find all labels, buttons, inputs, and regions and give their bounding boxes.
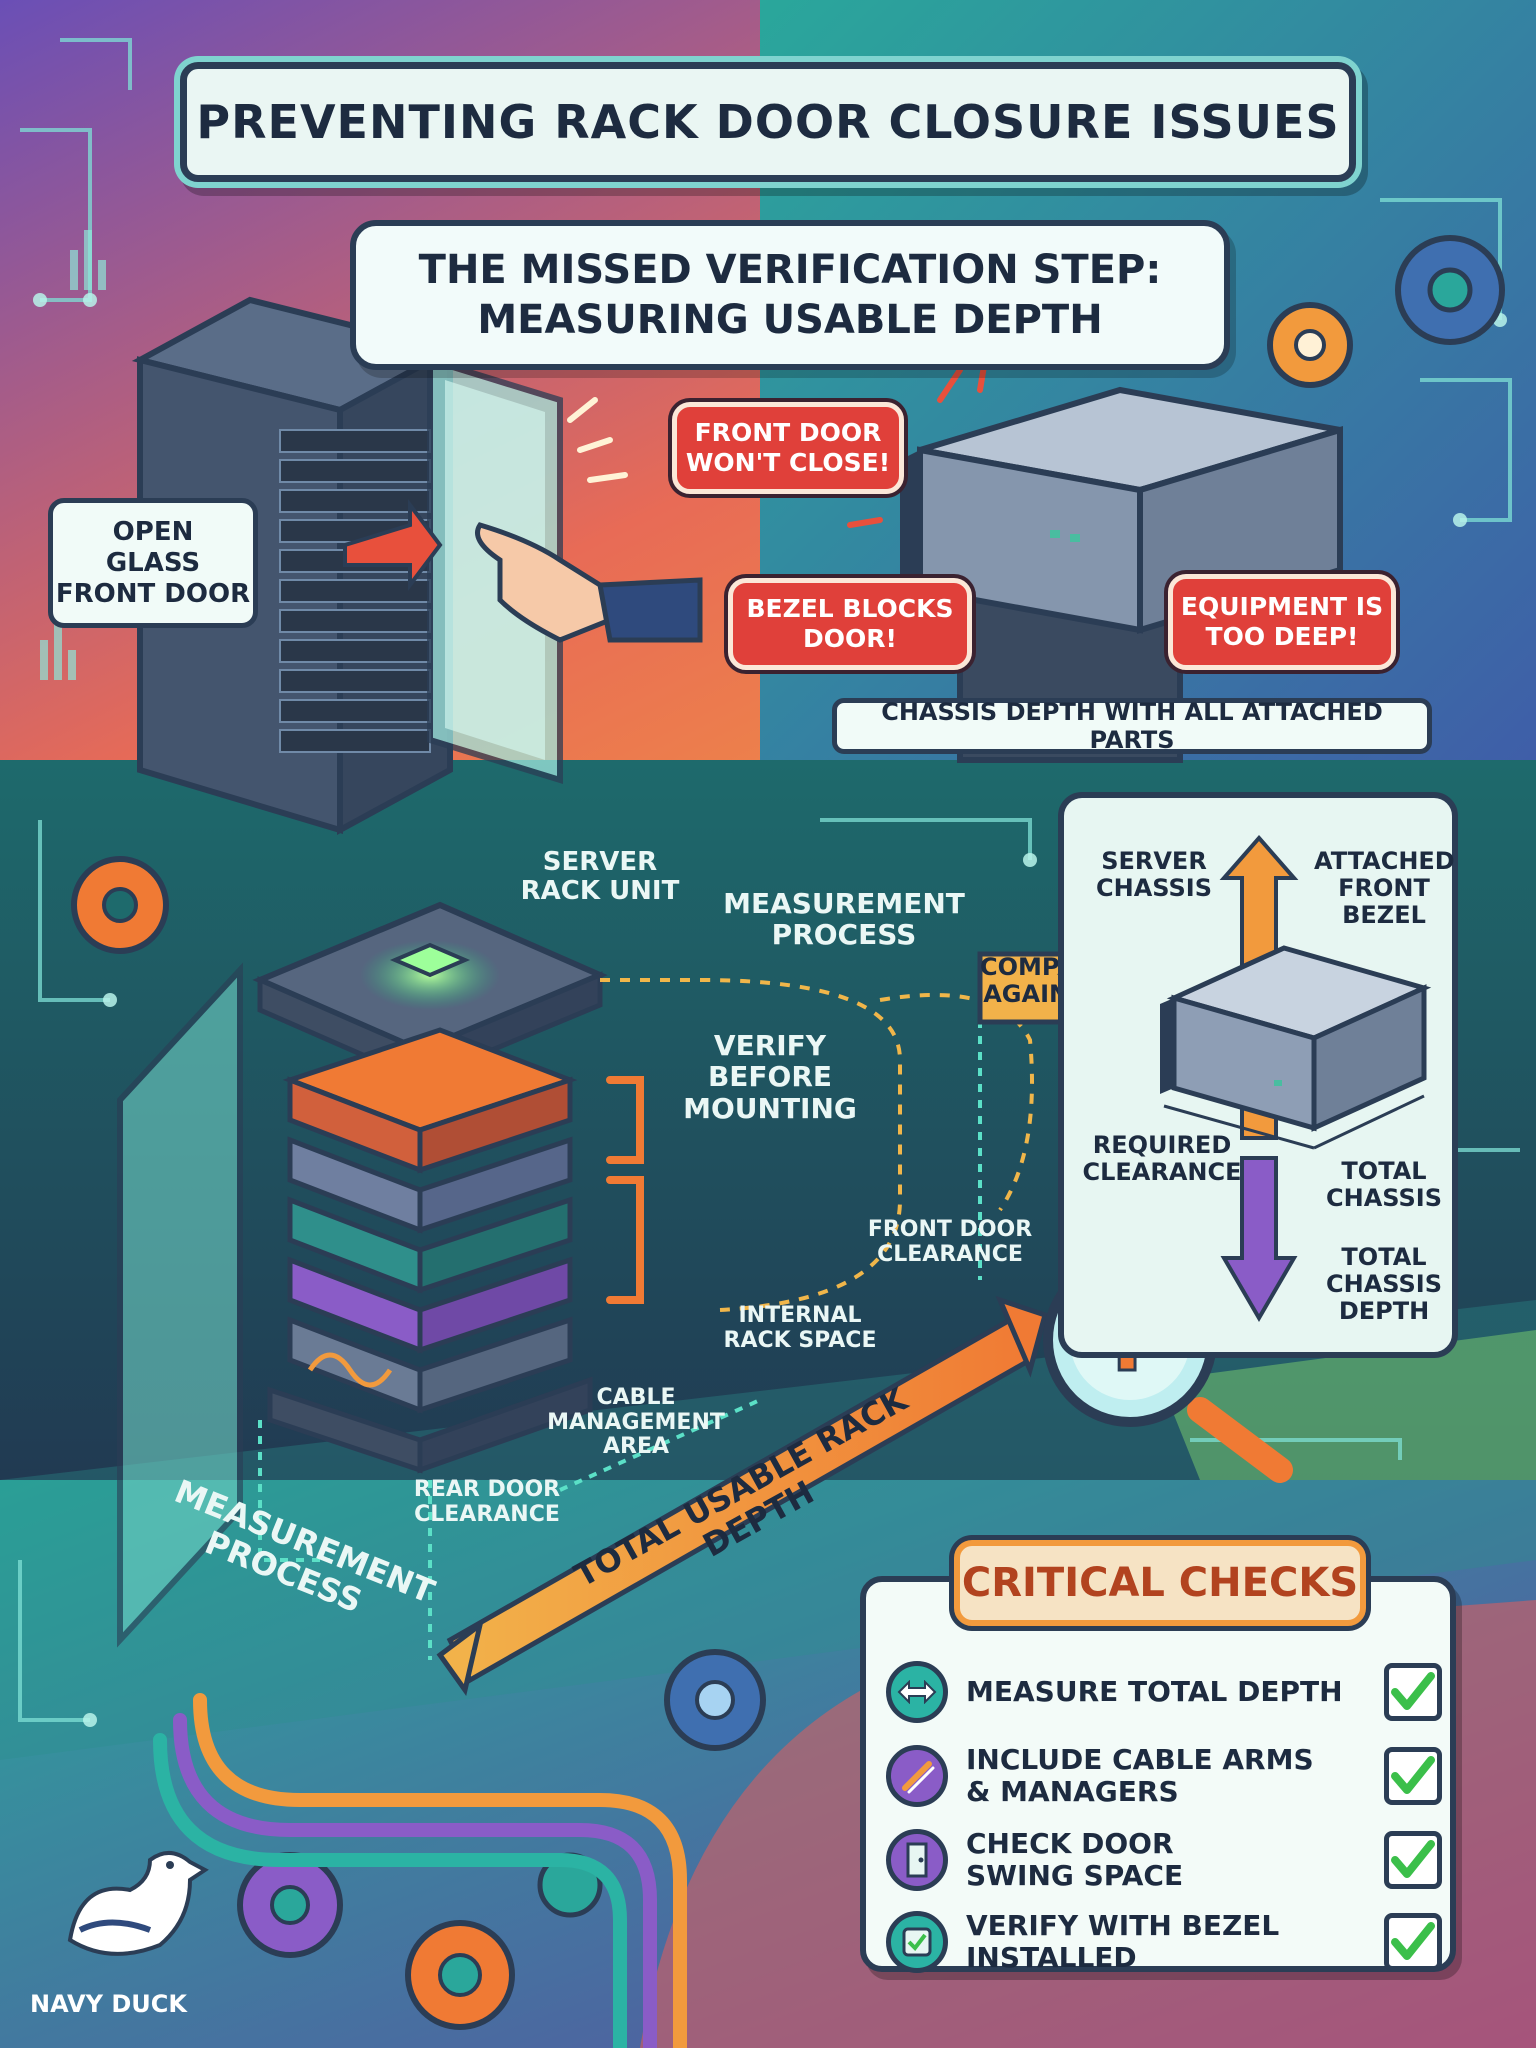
- gear-icon: [664, 1649, 766, 1751]
- chassis-depth-label: CHASSIS DEPTH WITH ALL ATTACHED PARTS: [832, 698, 1432, 754]
- server-rack-unit-label: SERVER RACK UNIT: [500, 847, 700, 907]
- bezel-label-a: ATTACHED: [1314, 847, 1455, 875]
- open-door-callout: OPEN GLASS FRONT DOOR: [48, 498, 258, 628]
- check-item-label: & MANAGERS: [966, 1775, 1179, 1808]
- total-chassis-label-2: CHASSIS: [1326, 1183, 1442, 1212]
- front-clearance-label-2: CLEARANCE: [877, 1241, 1023, 1267]
- measurement-label-2: PROCESS: [771, 918, 917, 952]
- hand-illustration: [475, 522, 703, 643]
- title-banner: PREVENTING RACK DOOR CLOSURE ISSUES: [180, 62, 1356, 182]
- required-label-1: REQUIRED: [1092, 1131, 1232, 1159]
- open-door-label-3: FRONT DOOR: [55, 578, 251, 609]
- attached-front-bezel-label: ATTACHED FRONT BEZEL: [1314, 847, 1455, 929]
- bezel-label-c: BEZEL: [1342, 900, 1426, 929]
- open-door-label-1: OPEN: [112, 516, 194, 547]
- cable-label-3: AREA: [602, 1434, 670, 1460]
- check-item-label: CHECK DOOR: [966, 1827, 1174, 1860]
- open-door-label-2: GLASS: [105, 547, 201, 578]
- rear-door-clearance-label: REAR DOOR CLEARANCE: [402, 1477, 572, 1527]
- front-door-clearance-label: FRONT DOOR CLEARANCE: [860, 1217, 1040, 1267]
- gear-icon: [71, 856, 169, 954]
- cable-management-label: CABLE MANAGEMENT AREA: [546, 1385, 726, 1460]
- front-door-label-2: WON'T CLOSE!: [685, 448, 891, 477]
- door-icon: [886, 1829, 948, 1891]
- chassis-diagram: [1160, 834, 1432, 1322]
- server-chassis-label-1: SERVER: [1101, 847, 1207, 875]
- server-chassis-label-2: CHASSIS: [1096, 873, 1212, 902]
- total-chassis-depth-label: TOTAL CHASSIS DEPTH: [1314, 1244, 1454, 1325]
- double-arrow-icon: [886, 1661, 948, 1723]
- checkmark-icon: [1384, 1663, 1442, 1721]
- front-door-wont-close-callout: FRONT DOOR WON'T CLOSE!: [672, 402, 904, 494]
- check-item-verify-bezel: VERIFY WITH BEZEL INSTALLED: [886, 1904, 1442, 1980]
- bezel-label-2: DOOR!: [803, 624, 897, 653]
- gear-icon: [1395, 235, 1505, 345]
- rear-label-1: REAR DOOR: [413, 1477, 561, 1502]
- server-rack-unit: [117, 901, 608, 1648]
- internal-label-2: RACK SPACE: [723, 1327, 877, 1353]
- check-item-label: MEASURE TOTAL DEPTH: [966, 1675, 1343, 1708]
- measurement-process-label: MEASUREMENT PROCESS: [704, 888, 984, 951]
- verify-label-1: VERIFY: [713, 1029, 827, 1062]
- verify-label-3: MOUNTING: [683, 1091, 857, 1125]
- front-door-label-1: FRONT DOOR: [694, 418, 882, 447]
- chassis-measurement-panel: SERVER CHASSIS ATTACHED FRONT BEZEL REQU…: [1058, 792, 1458, 1358]
- server-rack-label-2: RACK UNIT: [520, 876, 680, 907]
- subtitle-line1: THE MISSED VERIFICATION STEP:: [418, 247, 1162, 293]
- measurement-label-1: MEASUREMENT: [723, 887, 965, 920]
- total-chassis-label: TOTAL CHASSIS: [1314, 1158, 1454, 1212]
- bezel-label-b: FRONT: [1338, 873, 1430, 902]
- critical-checks-panel: MEASURE TOTAL DEPTH INCLUDE CABLE ARMS &…: [860, 1576, 1456, 1974]
- server-chassis-label: SERVER CHASSIS: [1094, 848, 1214, 902]
- rear-label-2: CLEARANCE: [414, 1501, 560, 1527]
- required-clearance-label: REQUIRED CLEARANCE: [1082, 1132, 1242, 1186]
- cable-icon: [886, 1745, 948, 1807]
- checkbox-icon: [886, 1911, 948, 1973]
- subtitle-box: THE MISSED VERIFICATION STEP: MEASURING …: [350, 220, 1230, 370]
- internal-rack-space-label: INTERNAL RACK SPACE: [710, 1303, 890, 1353]
- page-title: PREVENTING RACK DOOR CLOSURE ISSUES: [196, 95, 1340, 149]
- check-item-cable-arms: INCLUDE CABLE ARMS & MANAGERS: [886, 1738, 1442, 1814]
- check-item-label: INSTALLED: [966, 1941, 1137, 1974]
- gear-icon: [1267, 302, 1353, 388]
- check-item-door-swing: CHECK DOOR SWING SPACE: [886, 1822, 1442, 1898]
- equipment-too-deep-callout: EQUIPMENT IS TOO DEEP!: [1168, 574, 1396, 670]
- critical-checks-title-text: CRITICAL CHECKS: [961, 1560, 1359, 1606]
- deep-label-2: TOO DEEP!: [1205, 622, 1359, 651]
- gear-icon: [405, 1920, 515, 2030]
- brand-name: NAVY DUCK: [30, 1990, 187, 2018]
- gear-icon: [237, 1852, 343, 1958]
- verify-before-mounting-label: VERIFY BEFORE MOUNTING: [670, 1030, 870, 1124]
- check-item-label: INCLUDE CABLE ARMS: [966, 1743, 1314, 1776]
- cable-label-1: CABLE: [596, 1385, 676, 1410]
- check-item-label: SWING SPACE: [966, 1859, 1184, 1892]
- required-label-2: CLEARANCE: [1082, 1157, 1242, 1186]
- internal-label-1: INTERNAL: [738, 1303, 862, 1328]
- front-clearance-label-1: FRONT DOOR: [867, 1217, 1033, 1242]
- critical-checks-title: CRITICAL CHECKS: [954, 1540, 1366, 1626]
- checkmark-icon: [1384, 1747, 1442, 1805]
- check-item-measure-depth: MEASURE TOTAL DEPTH: [886, 1654, 1442, 1730]
- total-depth-label-3: DEPTH: [1338, 1296, 1430, 1325]
- checkmark-icon: [1384, 1831, 1442, 1889]
- verify-label-2: BEFORE: [707, 1060, 833, 1094]
- total-chassis-label-1: TOTAL: [1341, 1157, 1427, 1185]
- total-depth-label-1: TOTAL: [1341, 1243, 1427, 1271]
- subtitle-line2: MEASURING USABLE DEPTH: [477, 297, 1103, 343]
- bezel-blocks-door-callout: BEZEL BLOCKS DOOR!: [728, 578, 972, 670]
- server-rack-label-1: SERVER: [542, 847, 658, 877]
- check-item-label: VERIFY WITH BEZEL: [966, 1909, 1280, 1942]
- cable-label-2: MANAGEMENT: [547, 1409, 725, 1435]
- bezel-label-1: BEZEL BLOCKS: [746, 594, 954, 623]
- deep-label-1: EQUIPMENT IS: [1180, 592, 1384, 621]
- checkmark-icon: [1384, 1913, 1442, 1971]
- total-depth-arrow: [436, 1295, 1049, 1696]
- total-depth-label-2: CHASSIS: [1326, 1269, 1442, 1298]
- duck-logo: [67, 1851, 209, 1956]
- chassis-depth-text: CHASSIS DEPTH WITH ALL ATTACHED PARTS: [881, 698, 1383, 754]
